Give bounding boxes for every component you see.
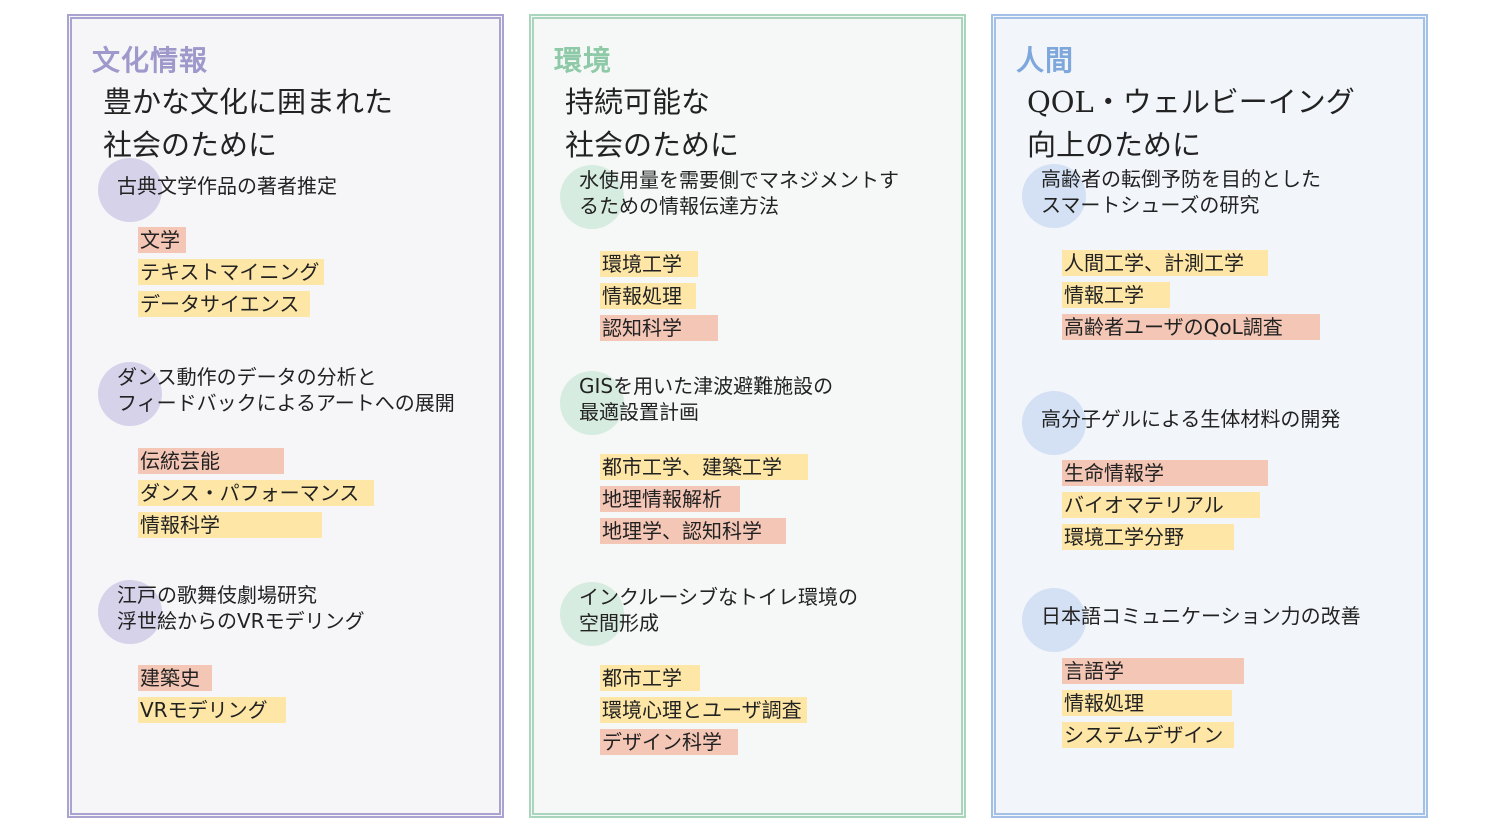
category-title: 環境	[554, 44, 613, 77]
tag-label: システムデザイン	[1062, 722, 1234, 748]
circle-marker	[560, 582, 624, 646]
tag-label: 文学	[138, 227, 186, 253]
circle-marker	[560, 165, 624, 229]
tag-label: テキストマイニング	[138, 259, 325, 285]
circle-marker	[1022, 588, 1086, 652]
tag-label: 高齢者ユーザのQoL調査	[1062, 314, 1320, 340]
tag-label: 情報処理	[1062, 690, 1232, 716]
research-title: 江戸の歌舞伎劇場研究 浮世絵からのVRモデリング	[117, 583, 365, 633]
panel-subtitle: 豊かな文化に囲まれた 社会のために	[103, 85, 394, 162]
research-title: インクルーシブなトイレ環境の 空間形成	[579, 585, 858, 635]
panel-human: 人間 QOL・ウェルビーイング 向上のために高齢者の転倒予防を目的とした スマート…	[991, 14, 1428, 818]
tag-label: 都市工学、建築工学	[600, 454, 808, 480]
tag-label: 環境工学分野	[1062, 524, 1234, 550]
tag-label: 伝統芸能	[138, 448, 284, 474]
tag-label: 情報処理	[600, 283, 696, 309]
tag-label: デザイン科学	[600, 729, 738, 755]
tag-label: 人間工学、計測工学	[1062, 250, 1268, 276]
research-title: 高分子ゲルによる生体材料の開発	[1041, 407, 1341, 431]
circle-marker	[560, 371, 624, 435]
circle-marker	[1022, 391, 1086, 455]
tag-label: バイオマテリアル	[1062, 492, 1260, 518]
research-title: 水使用量を需要側でマネジメントす るための情報伝達方法	[579, 168, 899, 218]
circle-marker	[98, 580, 162, 644]
circle-marker	[98, 362, 162, 426]
tag-label: VRモデリング	[138, 697, 286, 723]
panel-culture: 文化情報豊かな文化に囲まれた 社会のために古典文学作品の著者推定文学テキストマイ…	[67, 14, 504, 818]
tag-label: 認知科学	[600, 315, 718, 341]
category-title: 文化情報	[92, 44, 209, 77]
panel-environment: 環境持続可能な 社会のために水使用量を需要側でマネジメントす るための情報伝達方…	[529, 14, 966, 818]
tag-label: 環境心理とユーザ調査	[600, 697, 807, 723]
panel-subtitle: QOL・ウェルビーイング 向上のために	[1027, 85, 1355, 162]
tag-label: 情報工学	[1062, 282, 1170, 308]
tag-label: 地理情報解析	[600, 486, 740, 512]
research-title: 高齢者の転倒予防を目的とした スマートシューズの研究	[1041, 167, 1321, 217]
tag-label: ダンス・パフォーマンス	[138, 480, 374, 506]
tag-label: 都市工学	[600, 665, 700, 691]
research-title: 日本語コミュニケーション力の改善	[1041, 604, 1361, 628]
tag-label: 地理学、認知科学	[600, 518, 786, 544]
circle-marker	[98, 158, 162, 222]
tag-label: 建築史	[138, 665, 212, 691]
tag-label: 生命情報学	[1062, 460, 1268, 486]
research-title: 古典文学作品の著者推定	[117, 174, 337, 198]
panel-subtitle: 持続可能な 社会のために	[565, 85, 740, 162]
research-title: ダンス動作のデータの分析と フィードバックによるアートへの展開	[117, 365, 455, 415]
tag-label: データサイエンス	[138, 291, 310, 317]
tag-label: 環境工学	[600, 251, 698, 277]
circle-marker	[1022, 164, 1086, 228]
research-title: GISを用いた津波避難施設の 最適設置計画	[579, 374, 834, 424]
tag-label: 情報科学	[138, 512, 322, 538]
category-title: 人間	[1016, 44, 1075, 77]
tag-label: 言語学	[1062, 658, 1244, 684]
